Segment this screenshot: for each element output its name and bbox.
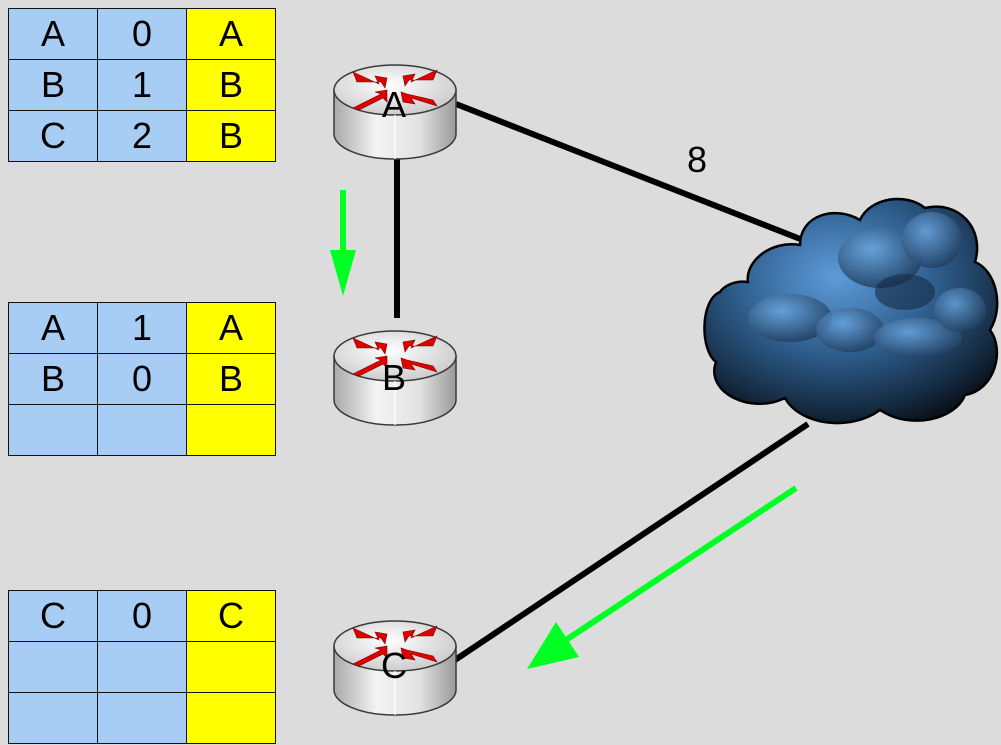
router-a-label: A xyxy=(382,84,406,125)
link-cost-label: 8 xyxy=(687,139,707,180)
arrow-diagonal-icon xyxy=(527,485,798,669)
table-cell: A xyxy=(8,302,98,354)
table-row: B 1 B xyxy=(8,59,276,111)
table-cell xyxy=(186,641,276,693)
table-row: C 0 C xyxy=(8,590,276,642)
table-cell: B xyxy=(8,59,98,111)
table-cell xyxy=(8,692,98,744)
table-cell xyxy=(186,404,276,456)
table-cell xyxy=(8,641,98,693)
table-cell: 2 xyxy=(97,110,187,162)
table-cell xyxy=(186,692,276,744)
table-cell: C xyxy=(8,110,98,162)
table-cell: B xyxy=(186,59,276,111)
table-row: B 0 B xyxy=(8,353,276,405)
table-cell: B xyxy=(186,353,276,405)
table-row xyxy=(8,641,276,693)
table-cell xyxy=(97,641,187,693)
link-cloud-c xyxy=(453,421,810,663)
link-a-cloud xyxy=(454,101,810,245)
table-cell: C xyxy=(186,590,276,642)
routing-table-b: A 1 A B 0 B xyxy=(8,302,276,456)
table-cell: A xyxy=(186,302,276,354)
router-b-label: B xyxy=(382,357,406,398)
table-cell xyxy=(97,692,187,744)
routing-table-c: C 0 C xyxy=(8,590,276,744)
table-cell: A xyxy=(186,8,276,60)
table-row: A 0 A xyxy=(8,8,276,60)
table-cell: A xyxy=(8,8,98,60)
routing-table-a: A 0 A B 1 B C 2 B xyxy=(8,8,276,162)
table-row xyxy=(8,692,276,744)
table-cell: 0 xyxy=(97,590,187,642)
table-cell: B xyxy=(186,110,276,162)
table-cell xyxy=(8,404,98,456)
table-row xyxy=(8,404,276,456)
table-cell xyxy=(97,404,187,456)
arrow-down-icon xyxy=(330,190,356,296)
cloud-icon xyxy=(703,197,999,425)
table-cell: C xyxy=(8,590,98,642)
router-c-label: C xyxy=(381,645,407,686)
table-cell: 1 xyxy=(97,59,187,111)
table-row: C 2 B xyxy=(8,110,276,162)
